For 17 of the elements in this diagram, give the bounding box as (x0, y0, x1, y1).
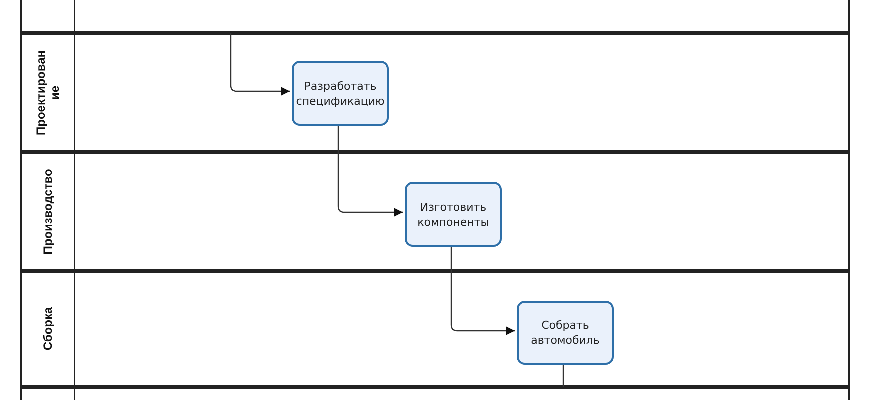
lane-label: Проектирование (34, 48, 62, 136)
swimlane (20, 33, 850, 152)
lane-label: Производство (41, 168, 55, 256)
task-label: Собрать автомобиль (530, 318, 601, 348)
connector-arrow (338, 124, 403, 217)
task-box (405, 182, 502, 247)
swimlane (20, 387, 850, 400)
task-box (517, 301, 614, 365)
swimlane (20, 152, 850, 271)
task-label: Изготовить компоненты (416, 200, 490, 230)
lane-label: Сборка (41, 306, 55, 353)
connector-arrow (450, 245, 515, 336)
swimlane (20, 271, 850, 387)
task-label: Разработать спецификацию (296, 78, 385, 108)
task-box (292, 61, 389, 126)
connector-arrow (230, 33, 290, 96)
swimlane (20, 0, 850, 33)
